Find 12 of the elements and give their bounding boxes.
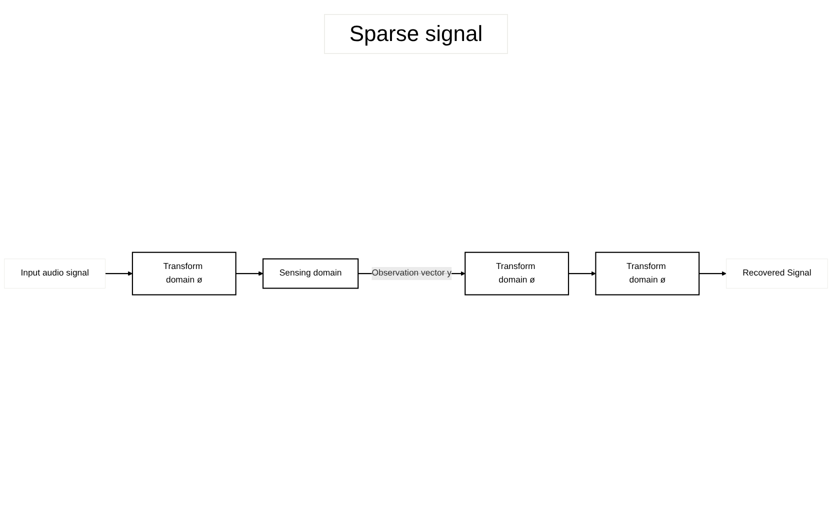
arrow — [568, 272, 596, 276]
node-box: Input audio signal — [4, 259, 106, 289]
arrow — [105, 272, 133, 276]
node-box: Transform domain ø — [464, 252, 570, 296]
edge-label: Observation vector y — [372, 269, 452, 278]
node-box: Sensing domain — [262, 258, 359, 290]
arrow — [236, 272, 264, 276]
node-box: Transform domain ø — [132, 252, 236, 296]
node-box: Recovered Signal — [726, 259, 828, 289]
node-box: Transform domain ø — [595, 252, 700, 296]
note-text: Sparse signal — [324, 14, 508, 54]
arrow — [699, 272, 726, 276]
